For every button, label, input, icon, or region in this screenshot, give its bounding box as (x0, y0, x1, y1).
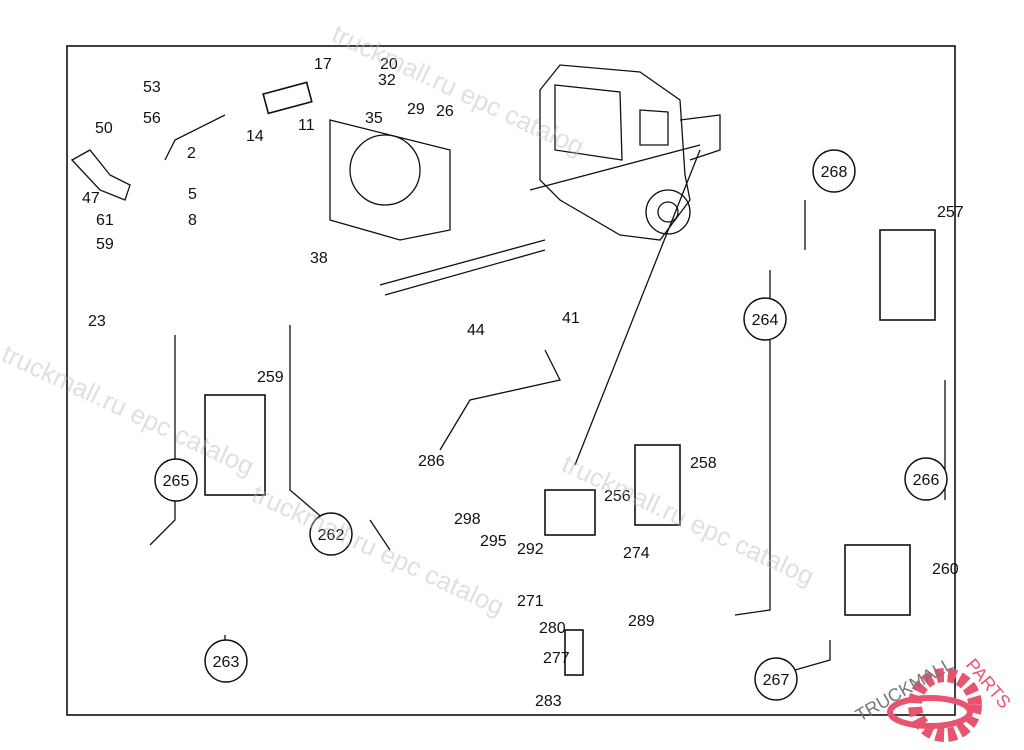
group-label-265: 265 (163, 473, 190, 490)
group-callout-circle (754, 657, 798, 701)
part-label-29: 29 (407, 101, 425, 118)
part-label-283: 283 (535, 693, 562, 710)
truckmallparts-logo: TRUCKMALL PARTS (852, 654, 1015, 742)
part-label-23: 23 (88, 313, 106, 330)
part-label-259: 259 (257, 369, 284, 386)
group-callout-circle (309, 512, 353, 556)
part-label-257: 257 (937, 204, 964, 221)
group-label-268: 268 (821, 164, 848, 181)
group-callout-circle (204, 639, 248, 683)
part-label-5: 5 (188, 186, 197, 203)
group-label-263: 263 (213, 654, 240, 671)
part-label-292: 292 (517, 541, 544, 558)
part-label-41: 41 (562, 310, 580, 327)
pipe-assembly (70, 66, 561, 451)
diagram-frame (66, 45, 956, 716)
part-label-277: 277 (543, 650, 570, 667)
part-label-286: 286 (418, 453, 445, 470)
part-label-61: 61 (96, 212, 114, 229)
truck-cab-illustration (529, 64, 721, 466)
part-label-258: 258 (690, 455, 717, 472)
group-label-262: 262 (318, 527, 345, 544)
part-label-11: 11 (298, 117, 315, 134)
part-label-295: 295 (480, 533, 507, 550)
group-label-266: 266 (913, 472, 940, 489)
part-label-14: 14 (246, 128, 264, 145)
part-label-280: 280 (539, 620, 566, 637)
part-label-298: 298 (454, 511, 481, 528)
part-label-56: 56 (143, 110, 161, 127)
part-label-20: 20 (380, 56, 398, 73)
svg-text:truckmall.ru epc catalog: truckmall.ru epc catalog (557, 448, 819, 591)
group-label-264: 264 (752, 312, 779, 329)
group-label-267: 267 (763, 672, 790, 689)
group-callout-circle (812, 149, 856, 193)
part-label-289: 289 (628, 613, 655, 630)
part-label-271: 271 (517, 593, 544, 610)
part-label-59: 59 (96, 236, 114, 253)
part-label-256: 256 (604, 488, 631, 505)
part-label-50: 50 (95, 120, 113, 137)
part-label-17: 17 (314, 56, 332, 73)
part-label-44: 44 (467, 322, 485, 339)
parts-shapes (204, 81, 936, 676)
part-label-274: 274 (623, 545, 650, 562)
part-label-8: 8 (188, 212, 197, 229)
group-callout-circle (743, 297, 787, 341)
group-callout-circle (154, 458, 198, 502)
part-label-53: 53 (143, 79, 161, 96)
part-label-47: 47 (82, 190, 100, 207)
svg-text:truckmall.ru epc catalog: truckmall.ru epc catalog (247, 478, 509, 621)
group-callout-circle (904, 457, 948, 501)
part-label-26: 26 (436, 103, 454, 120)
part-label-38: 38 (310, 250, 328, 267)
part-label-35: 35 (365, 110, 383, 127)
part-label-260: 260 (932, 561, 959, 578)
part-label-2: 2 (187, 145, 196, 162)
part-label-32: 32 (378, 72, 396, 89)
callout-lines (149, 200, 946, 671)
